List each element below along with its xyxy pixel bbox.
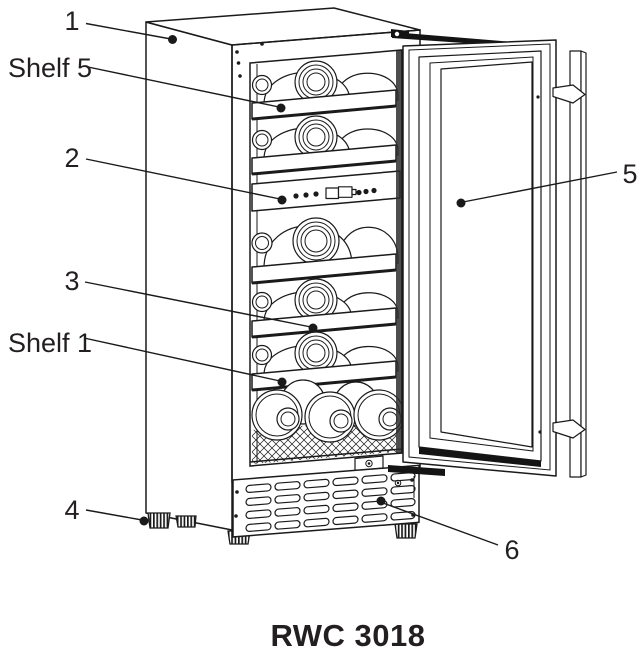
bottle-neck <box>251 129 273 151</box>
door-bottom-shadow <box>419 447 541 467</box>
callout-part-4: 4 <box>64 495 149 526</box>
bottle-neck <box>251 74 273 96</box>
door-frame-line <box>408 43 551 471</box>
display-nub <box>351 188 357 196</box>
callout-part-6: 6 <box>376 496 520 565</box>
glass-door <box>388 29 587 498</box>
callout-5-label: 5 <box>622 159 637 189</box>
callout-dot <box>168 35 177 44</box>
interior-floor-edge <box>250 448 402 463</box>
callout-dot <box>376 496 386 506</box>
grille-slots <box>245 472 416 532</box>
control-button <box>293 193 299 199</box>
callout-shelf-1-label: Shelf 1 <box>8 328 92 358</box>
bottle-neck <box>251 291 273 313</box>
callout-6-label: 6 <box>504 535 519 565</box>
callout-3-label: 3 <box>64 266 79 296</box>
door-screw <box>538 430 542 434</box>
door-bottom-hinge <box>388 465 445 498</box>
cabinet-front-frame <box>231 29 421 483</box>
control-button <box>363 188 369 195</box>
handle-bracket-top <box>552 84 586 104</box>
handle-bracket-bottom <box>552 419 586 439</box>
door-screw <box>536 95 540 99</box>
control-button <box>313 191 319 197</box>
door-glass-bezel <box>429 56 534 452</box>
callout-2-label: 2 <box>64 143 79 173</box>
callout-dot <box>277 195 287 205</box>
frame-screw <box>235 50 239 54</box>
frame-screw <box>238 74 242 78</box>
bottle-neck <box>276 407 300 431</box>
control-button <box>371 187 377 194</box>
bottle-neck <box>329 409 353 433</box>
vent-grille <box>232 464 420 538</box>
leveling-feet <box>147 512 418 545</box>
frame-screw <box>260 42 264 46</box>
bottle-neck <box>251 232 273 254</box>
control-button <box>356 189 362 196</box>
callout-dot <box>139 516 149 526</box>
grille-screw <box>235 490 239 494</box>
bottle-row-lower-1 <box>251 217 399 269</box>
callout-dot <box>308 323 318 333</box>
temperature-display <box>325 187 340 200</box>
callout-part-5: 5 <box>456 159 638 208</box>
cabinet <box>145 7 421 531</box>
control-button <box>303 192 309 198</box>
callout-4-label: 4 <box>64 495 79 525</box>
callout-dot <box>277 377 287 387</box>
callout-part-3: 3 <box>64 266 318 333</box>
grille-screw <box>410 478 414 482</box>
control-panel <box>251 170 401 212</box>
handle-bar <box>569 50 582 478</box>
cabinet-side-panel <box>145 21 233 531</box>
bottle-neck <box>251 344 273 366</box>
leveling-foot-front-right <box>394 523 418 539</box>
callout-dot <box>276 103 286 113</box>
handle-bar-side <box>580 50 587 478</box>
door-top-hinge <box>391 29 409 39</box>
cabinet-interior <box>250 50 402 464</box>
grille-screw <box>234 514 238 518</box>
callout-shelf-5: Shelf 5 <box>8 53 286 113</box>
leveling-foot-rear <box>175 515 197 528</box>
callout-dot <box>456 198 466 208</box>
callout-part-1: 1 <box>64 6 177 44</box>
temperature-display <box>337 186 353 198</box>
door-handle <box>552 50 587 478</box>
callout-shelf-1: Shelf 1 <box>8 328 287 387</box>
callout-shelf-5-label: Shelf 5 <box>8 53 92 83</box>
model-title: RWC 3018 <box>270 618 425 653</box>
callout-1-label: 1 <box>64 6 79 36</box>
callout-part-2: 2 <box>64 143 287 205</box>
door-glass <box>440 61 533 448</box>
frame-screw <box>236 61 241 65</box>
callouts: 1 Shelf 5 2 3 Shelf 1 4 <box>8 6 638 565</box>
leveling-foot-left <box>147 512 171 529</box>
interior-right-wall <box>396 50 402 454</box>
bottom-bottle-bin <box>250 379 402 464</box>
